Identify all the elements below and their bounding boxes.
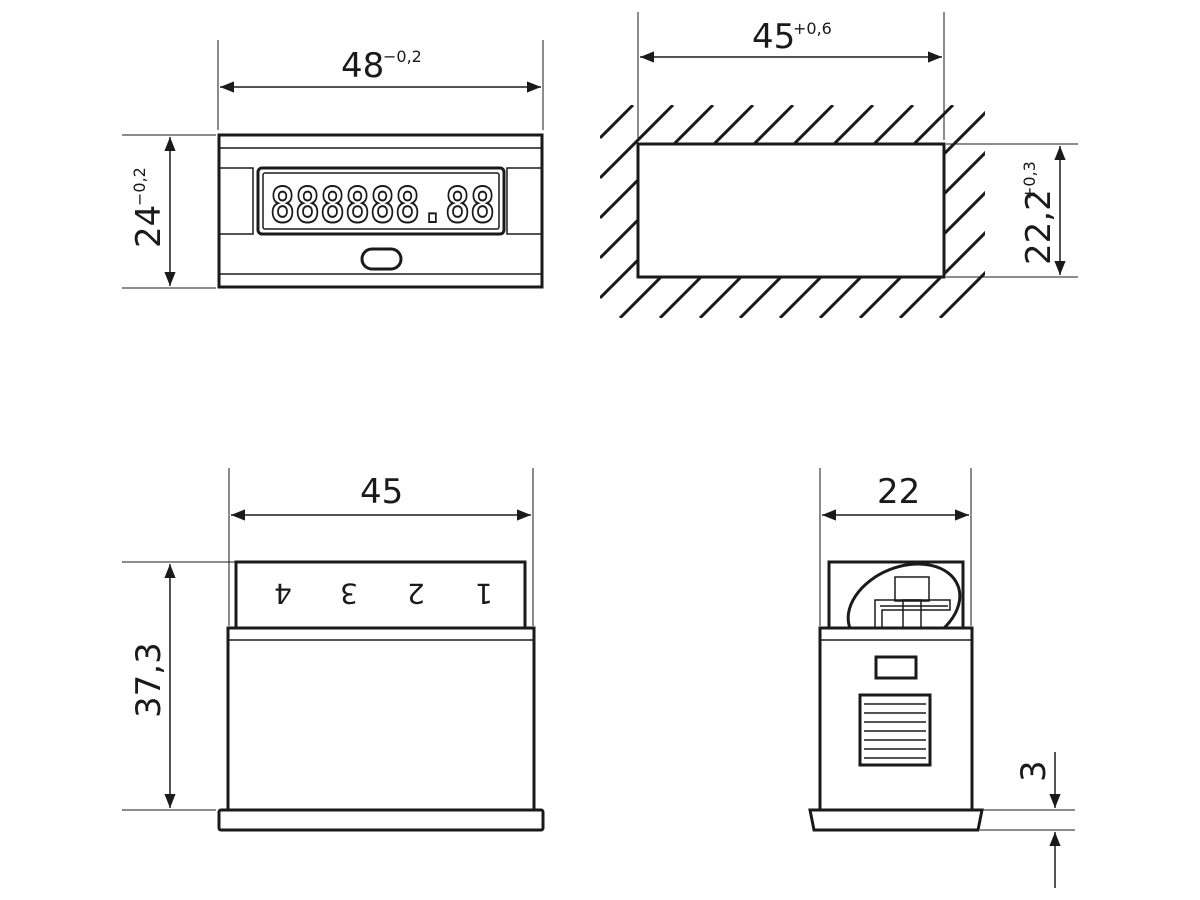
panel-cutout-view: 45 +0,6 22,2 +0,3 xyxy=(600,12,1078,318)
terminal-4-label: 4 xyxy=(274,577,292,610)
side-indicator-window xyxy=(874,655,918,680)
cutout-height-tolerance: +0,3 xyxy=(1020,161,1039,200)
side-offset-label: 3 xyxy=(1014,760,1054,782)
front-width-tolerance: −0,2 xyxy=(383,47,422,66)
display-window xyxy=(256,166,506,236)
terminal-1-label: 1 xyxy=(475,577,493,610)
top-depth-label: 37,3 xyxy=(129,642,169,718)
panel-hatching xyxy=(600,105,985,318)
cutout-width-label: 45 xyxy=(752,17,795,57)
top-width-label: 45 xyxy=(360,472,403,512)
side-housing xyxy=(818,626,974,812)
top-view: 45 37,3 4 3 2 1 xyxy=(122,468,545,832)
terminal-3-label: 3 xyxy=(340,577,358,610)
side-label-plate xyxy=(858,693,932,767)
front-width-label: 48 xyxy=(341,46,384,86)
terminal-2-label: 2 xyxy=(407,577,425,610)
front-housing xyxy=(217,133,544,289)
cutout-opening xyxy=(636,142,946,279)
reset-button-shape xyxy=(360,247,403,271)
front-view: 48 −0,2 24 −0,2 888888.88 xyxy=(122,40,544,289)
cutout-width-tolerance: +0,6 xyxy=(793,19,832,38)
top-housing xyxy=(226,626,536,812)
cutout-height-label: 22,2 xyxy=(1019,189,1059,265)
front-height-label: 24 xyxy=(129,205,169,248)
side-bezel xyxy=(808,808,984,832)
top-bezel xyxy=(217,808,545,832)
terminal-block xyxy=(234,560,527,630)
front-height-tolerance: −0,2 xyxy=(130,167,149,206)
side-width-label: 22 xyxy=(877,472,920,512)
display-digits: 888888.88 xyxy=(270,178,495,234)
side-view: 22 3 xyxy=(808,468,1075,888)
